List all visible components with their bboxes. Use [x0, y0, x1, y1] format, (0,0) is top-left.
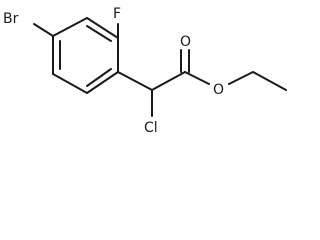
atom-label-fluorine: F	[113, 6, 121, 22]
bond-ring-to-bromine	[33, 23, 54, 37]
ring-bond-c5-c6	[52, 73, 88, 94]
structure-canvas: Br F Cl O O	[3, 6, 287, 136]
ring-bond-c6-c1	[86, 71, 119, 94]
bond-ring-to-alpha-carbon	[117, 71, 153, 91]
atom-label-chlorine: Cl	[144, 120, 158, 136]
molecule-diagram: Br F Cl O O	[3, 6, 287, 136]
ring-bond-c2-c3	[86, 17, 119, 39]
ring-double-bond-c6-c1	[86, 68, 112, 87]
atom-label-bromine: Br	[3, 11, 19, 27]
bond-ch2-to-ch3	[252, 71, 287, 91]
atom-label-ester-oxygen: O	[213, 82, 224, 98]
bond-carbonyl-to-ester-oxygen	[184, 71, 210, 85]
bond-alpha-carbon-to-carbonyl	[151, 71, 186, 91]
ring-bond-c3-c4	[52, 17, 88, 37]
ring-double-bond-c2-c3	[86, 25, 112, 42]
bond-ester-oxygen-to-ch2	[228, 71, 254, 85]
atom-label-carbonyl-oxygen: O	[180, 34, 191, 50]
benzene-ring	[52, 17, 119, 94]
